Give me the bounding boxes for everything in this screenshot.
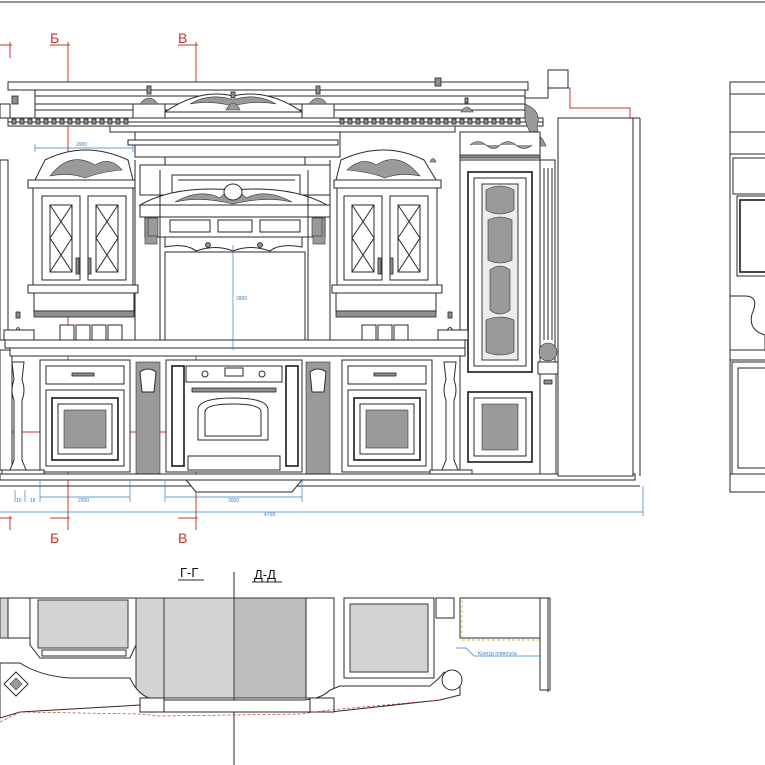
section-label-g: Г-Г xyxy=(180,565,198,580)
dim-small-mid: 18 xyxy=(30,498,36,504)
dim-height-niche: 2800 xyxy=(236,296,247,302)
left-upper-cabinet xyxy=(27,149,159,342)
cut-mark-v-top: В xyxy=(178,30,187,46)
hood-niche xyxy=(134,160,331,353)
plan-view xyxy=(0,597,551,723)
dim-small-left: 10 xyxy=(16,498,22,504)
side-elevation xyxy=(729,81,765,493)
right-upper-cabinet xyxy=(311,149,443,342)
dimension-lines xyxy=(0,144,644,516)
cut-mark-v-bottom: В xyxy=(178,530,187,546)
section-label-d: Д-Д xyxy=(254,567,276,582)
base-cabinets xyxy=(0,117,641,493)
plinth-outline-label: Контур плинтуса xyxy=(478,651,517,657)
cut-mark-b-top: Б xyxy=(50,30,59,46)
cornice xyxy=(7,69,569,147)
dim-overall: 4768 xyxy=(264,512,275,518)
cut-mark-b-bottom: Б xyxy=(50,530,59,546)
tall-cabinet xyxy=(459,159,559,481)
left-edge-cabinet xyxy=(0,103,13,471)
dim-base-left: 2900 xyxy=(78,498,89,504)
dim-width-top: 2900 xyxy=(76,142,87,148)
dim-base-mid: 3000 xyxy=(228,498,239,504)
